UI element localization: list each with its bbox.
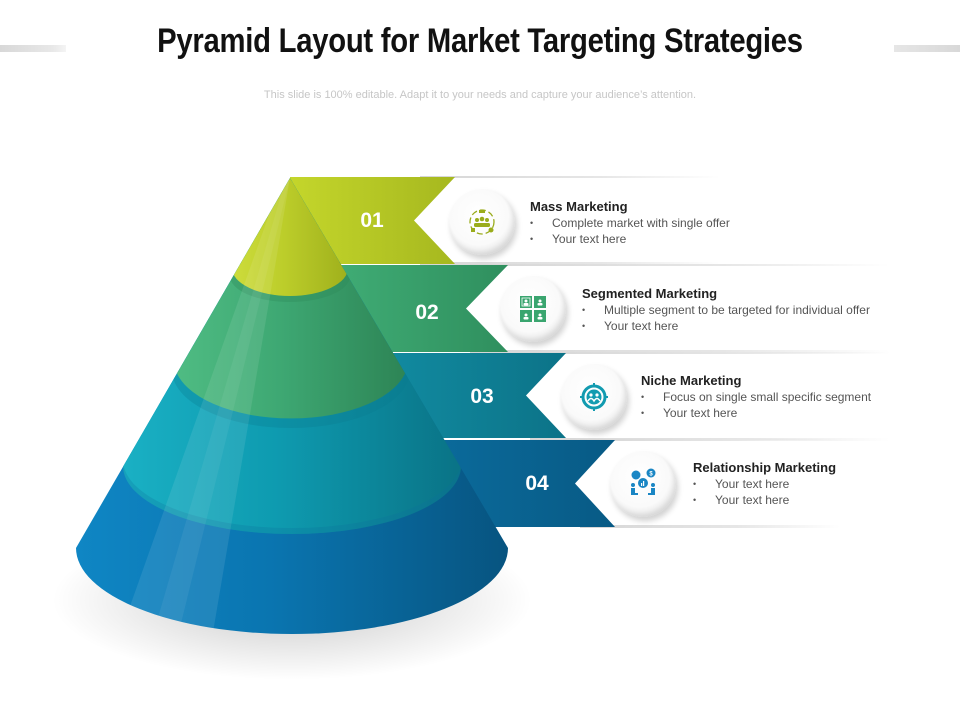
- level-bullet: Your text here: [693, 476, 836, 492]
- relationship-icon: $: [631, 468, 656, 495]
- level-number-2: 02: [415, 301, 439, 324]
- level-number-3: 03: [470, 385, 494, 408]
- level-bullet: Your text here: [641, 405, 871, 421]
- decorative-bar-right: [894, 45, 960, 52]
- slide-subtitle: This slide is 100% editable. Adapt it to…: [263, 89, 697, 101]
- level-badge-2: [500, 276, 566, 342]
- target-group-icon: [580, 383, 608, 411]
- level-bullet: Focus on single small specific segment: [641, 389, 871, 405]
- level-badge-4: $: [610, 451, 676, 517]
- level-info-4: Relationship Marketing Your text here Yo…: [693, 460, 836, 508]
- segment-grid-icon: [520, 296, 546, 322]
- level-title-2: Segmented Marketing: [582, 286, 718, 301]
- level-title-4: Relationship Marketing: [693, 460, 837, 475]
- level-info-2: Segmented Marketing Multiple segment to …: [582, 286, 870, 334]
- pyramid-tier-2: [172, 178, 410, 428]
- mass-audience-icon: [469, 209, 495, 235]
- level-bullet: Complete market with single offer: [530, 215, 730, 231]
- slide-title: Pyramid Layout for Market Targeting Stra…: [157, 22, 803, 60]
- level-bullet: Multiple segment to be targeted for indi…: [582, 302, 870, 318]
- level-number-1: 01: [360, 209, 384, 232]
- level-title-3: Niche Marketing: [641, 373, 742, 388]
- level-title-1: Mass Marketing: [530, 199, 628, 214]
- level-info-3: Niche Marketing Focus on single small sp…: [641, 373, 871, 421]
- svg-text:$: $: [649, 472, 653, 478]
- level-banner-1: [290, 177, 455, 264]
- level-bullet: Your text here: [693, 492, 836, 508]
- level-number-4: 04: [525, 472, 549, 495]
- pyramid-tier-1: [230, 178, 350, 302]
- level-info-1: Mass Marketing Complete market with sing…: [530, 199, 730, 247]
- level-bullet: Your text here: [582, 318, 870, 334]
- level-badge-1: [449, 189, 515, 255]
- decorative-bar-left: [0, 45, 66, 52]
- level-bullet: Your text here: [530, 231, 730, 247]
- level-badge-3: [561, 364, 627, 430]
